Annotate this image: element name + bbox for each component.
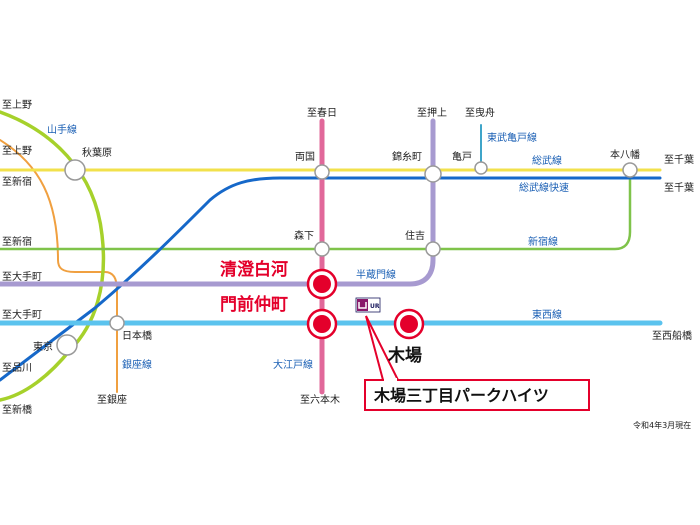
terminal-otemachi-1: 至大手町 xyxy=(2,270,42,283)
as-of-note: 令和4年3月現在 xyxy=(633,420,691,430)
station-labels: 秋葉原 東京 日本橋 両国 錦糸町 亀戸 本八幡 森下 住吉 xyxy=(33,146,640,353)
monzen-station-dot xyxy=(313,315,331,333)
kinshicho-station-marker xyxy=(424,165,442,183)
highlighted-station-labels: 清澄白河 門前仲町 木場 xyxy=(220,259,422,366)
sumiyoshi-station-marker xyxy=(425,241,441,257)
property-marker: UR 木場三丁目パークハイツ xyxy=(355,297,590,411)
motoyawata-station-marker xyxy=(622,162,638,178)
morishita-station-marker xyxy=(314,241,330,257)
line-label-ginza: 銀座線 xyxy=(122,358,152,371)
tokyo-station-marker xyxy=(56,334,78,356)
station-kiyosumi-label: 清澄白河 xyxy=(220,259,288,280)
line-label-hanzomon: 半蔵門線 xyxy=(356,268,396,281)
station-sumiyoshi: 住吉 xyxy=(405,229,425,242)
station-nihombashi: 日本橋 xyxy=(122,329,152,342)
terminal-shimbashi: 至新橋 xyxy=(2,403,32,416)
station-morishita: 森下 xyxy=(294,229,314,242)
kameido-station-marker xyxy=(474,161,488,175)
station-kiba-label: 木場 xyxy=(387,345,422,366)
kiba-station-dot xyxy=(400,315,418,333)
terminal-roppongi: 至六本木 xyxy=(300,393,340,406)
terminal-ginza: 至銀座 xyxy=(97,393,127,406)
terminal-kasugacho: 至春日 xyxy=(307,107,337,119)
ur-logo-text: UR xyxy=(370,303,380,310)
property-callout-box xyxy=(364,379,590,411)
terminal-shinjuku-1: 至新宿 xyxy=(2,175,32,188)
akihabara-station-marker xyxy=(64,159,86,181)
terminal-chiba-1: 至千葉 xyxy=(664,153,694,166)
property-name: 木場三丁目パークハイツ xyxy=(373,386,549,405)
station-akihabara: 秋葉原 xyxy=(82,146,112,159)
ginza-line xyxy=(0,139,118,393)
line-label-shinjuku: 新宿線 xyxy=(528,235,558,248)
station-monzen-label: 門前仲町 xyxy=(220,294,288,315)
ur-logo-swoosh xyxy=(358,302,367,309)
hanzomon-line xyxy=(0,118,436,287)
terminal-nishifunabashi: 至西船橋 xyxy=(652,329,692,342)
terminal-labels: 至上野 至上野 至新宿 至新宿 至大手町 至大手町 至品川 至新橋 至銀座 至春… xyxy=(2,99,694,416)
line-label-oedo: 大江戸線 xyxy=(273,358,313,371)
station-kameido: 亀戸 xyxy=(452,150,472,163)
terminal-hikifune: 至曳舟 xyxy=(465,106,495,119)
terminal-chiba-2: 至千葉 xyxy=(664,181,694,194)
ryogoku-station-marker xyxy=(314,164,330,180)
shinjuku-line xyxy=(0,170,632,251)
terminal-ueno-2: 至上野 xyxy=(2,145,32,157)
yamanote-line xyxy=(0,110,106,402)
kiyosumi-station-dot xyxy=(313,275,331,293)
line-label-sobu: 総武線 xyxy=(532,154,562,167)
station-motoyawata: 本八幡 xyxy=(610,148,640,161)
terminal-oshiage: 至押上 xyxy=(417,106,447,119)
nihombashi-station-marker xyxy=(109,315,125,331)
station-kinshicho: 錦糸町 xyxy=(392,150,422,163)
line-label-tozai: 東西線 xyxy=(532,308,562,321)
terminal-otemachi-2: 至大手町 xyxy=(2,308,42,321)
line-label-sobu-rapid: 総武線快速 xyxy=(519,181,569,194)
line-labels: 山手線 東武亀戸線 総武線 総武線快速 新宿線 半蔵門線 東西線 銀座線 大江戸… xyxy=(47,123,569,371)
terminal-ueno-1: 至上野 xyxy=(2,99,32,111)
line-label-tobu-kameido: 東武亀戸線 xyxy=(487,131,537,144)
line-label-yamanote: 山手線 xyxy=(47,123,77,136)
terminal-shinjuku-2: 至新宿 xyxy=(2,235,32,248)
station-markers xyxy=(56,159,638,356)
station-ryogoku: 両国 xyxy=(295,151,315,163)
property-callout-mask xyxy=(384,378,397,382)
station-tokyo: 東京 xyxy=(33,340,53,353)
terminal-shinagawa: 至品川 xyxy=(2,362,32,374)
ur-logo-mark xyxy=(357,299,368,311)
